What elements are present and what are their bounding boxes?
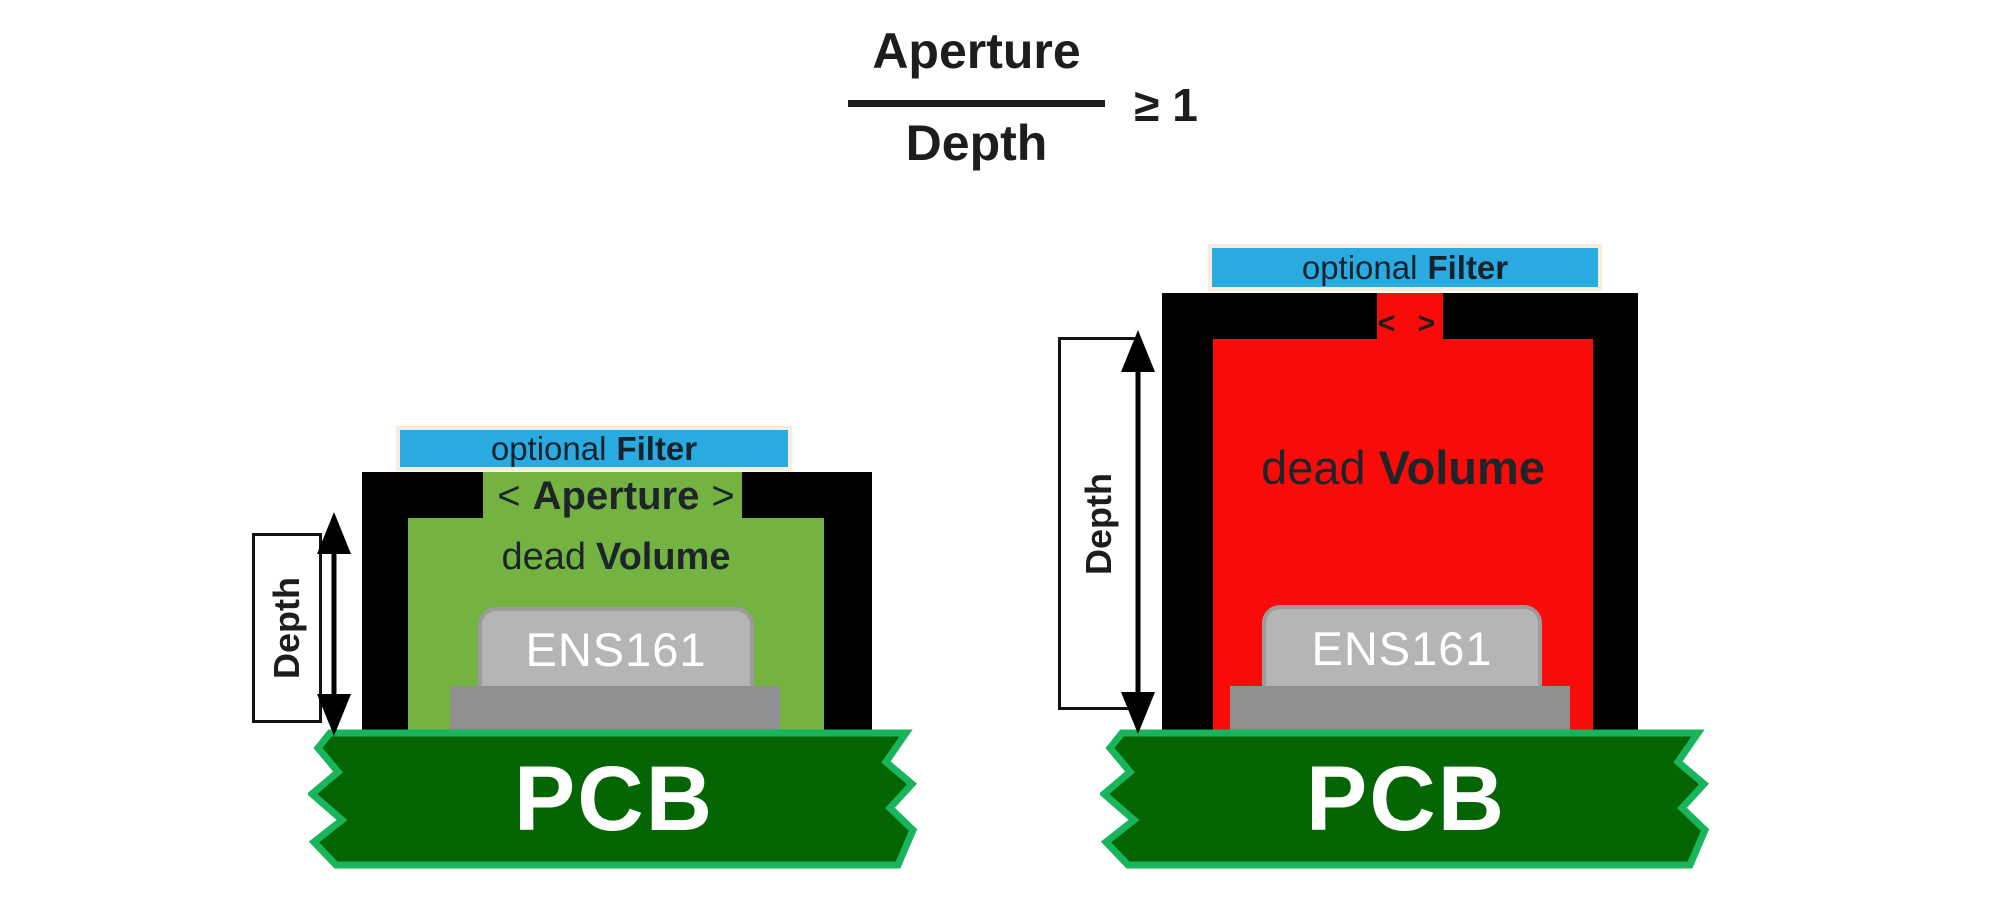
right-depth-text: Depth (1078, 472, 1119, 575)
fraction-bar (848, 100, 1105, 107)
left-dead-text: dead (501, 535, 587, 578)
formula-relation: ≥ 1 (1134, 79, 1198, 131)
left-pcb-label: PCB (513, 747, 715, 850)
left-aperture-open-bracket: < (497, 473, 521, 518)
left-pcb-polygon (306, 729, 918, 869)
right-depth-arrow-icon (1116, 326, 1160, 743)
right-chip-label: ENS161 (1311, 621, 1493, 675)
right-filter-text-normal: optional (1301, 248, 1418, 286)
left-chip-label: ENS161 (525, 622, 707, 676)
right-depth-label: Depth (1058, 337, 1140, 710)
right-sensor-chip: ENS161 (1262, 605, 1542, 687)
formula-denominator: Depth (905, 115, 1048, 171)
right-dead-text: dead (1261, 440, 1366, 494)
right-optional-filter-label: optional Filter (1212, 248, 1598, 287)
left-aperture-label: < Aperture > (408, 474, 824, 518)
left-depth-text: Depth (266, 577, 307, 679)
left-optional-filter-label: optional Filter (400, 430, 788, 467)
right-aperture-opening (1377, 293, 1443, 340)
right-pcb-ribbon-shape (1098, 729, 1710, 869)
formula-numerator: Aperture (872, 23, 1081, 79)
left-aperture-word: Aperture (532, 473, 700, 518)
left-dead-volume-label: dead Volume (408, 534, 824, 580)
right-volume-text: Volume (1378, 440, 1545, 494)
left-aperture-close-bracket: > (711, 473, 735, 518)
left-aperture-opening (483, 472, 742, 519)
left-filter-text-normal: optional (490, 429, 607, 467)
left-sensor-chip: ENS161 (478, 607, 754, 687)
left-depth-label: Depth (252, 533, 322, 723)
right-pcb-banner: PCB (1098, 728, 1712, 870)
right-pcb-label: PCB (1305, 747, 1507, 850)
right-chip-base (1230, 686, 1570, 731)
right-pcb-polygon (1098, 729, 1710, 869)
left-filter-text-bold: Filter (616, 429, 698, 467)
left-chip-base (450, 686, 780, 731)
right-aperture-label: < > (1377, 307, 1443, 340)
right-filter-text-bold: Filter (1427, 248, 1509, 286)
left-depth-arrow-icon (312, 508, 356, 745)
left-pcb-ribbon-shape (306, 729, 918, 869)
left-pcb-banner: PCB (306, 728, 920, 870)
left-volume-text: Volume (596, 535, 731, 578)
right-dead-volume-label: dead Volume (1213, 438, 1593, 496)
